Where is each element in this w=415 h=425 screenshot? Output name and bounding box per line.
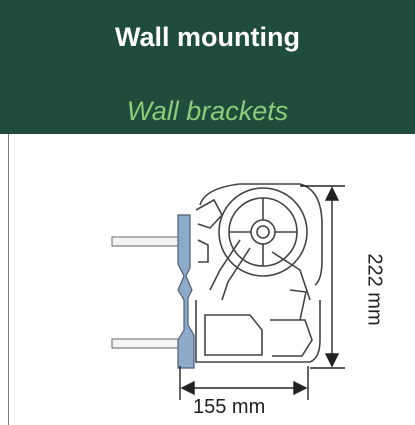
header-banner: Wall mounting Wall brackets [0, 0, 415, 134]
page-title: Wall mounting [115, 22, 300, 52]
wall-bracket [177, 214, 195, 369]
wall-anchor-rods [111, 236, 185, 349]
awning-housing [195, 183, 323, 363]
width-dimension-line [179, 366, 309, 400]
width-dimension-label: 155 mm [193, 396, 266, 418]
page-subtitle: Wall brackets [126, 96, 289, 126]
height-dimension-line [300, 185, 345, 369]
diagram-area [8, 134, 415, 425]
height-dimension-label: 222 mm [363, 253, 386, 326]
